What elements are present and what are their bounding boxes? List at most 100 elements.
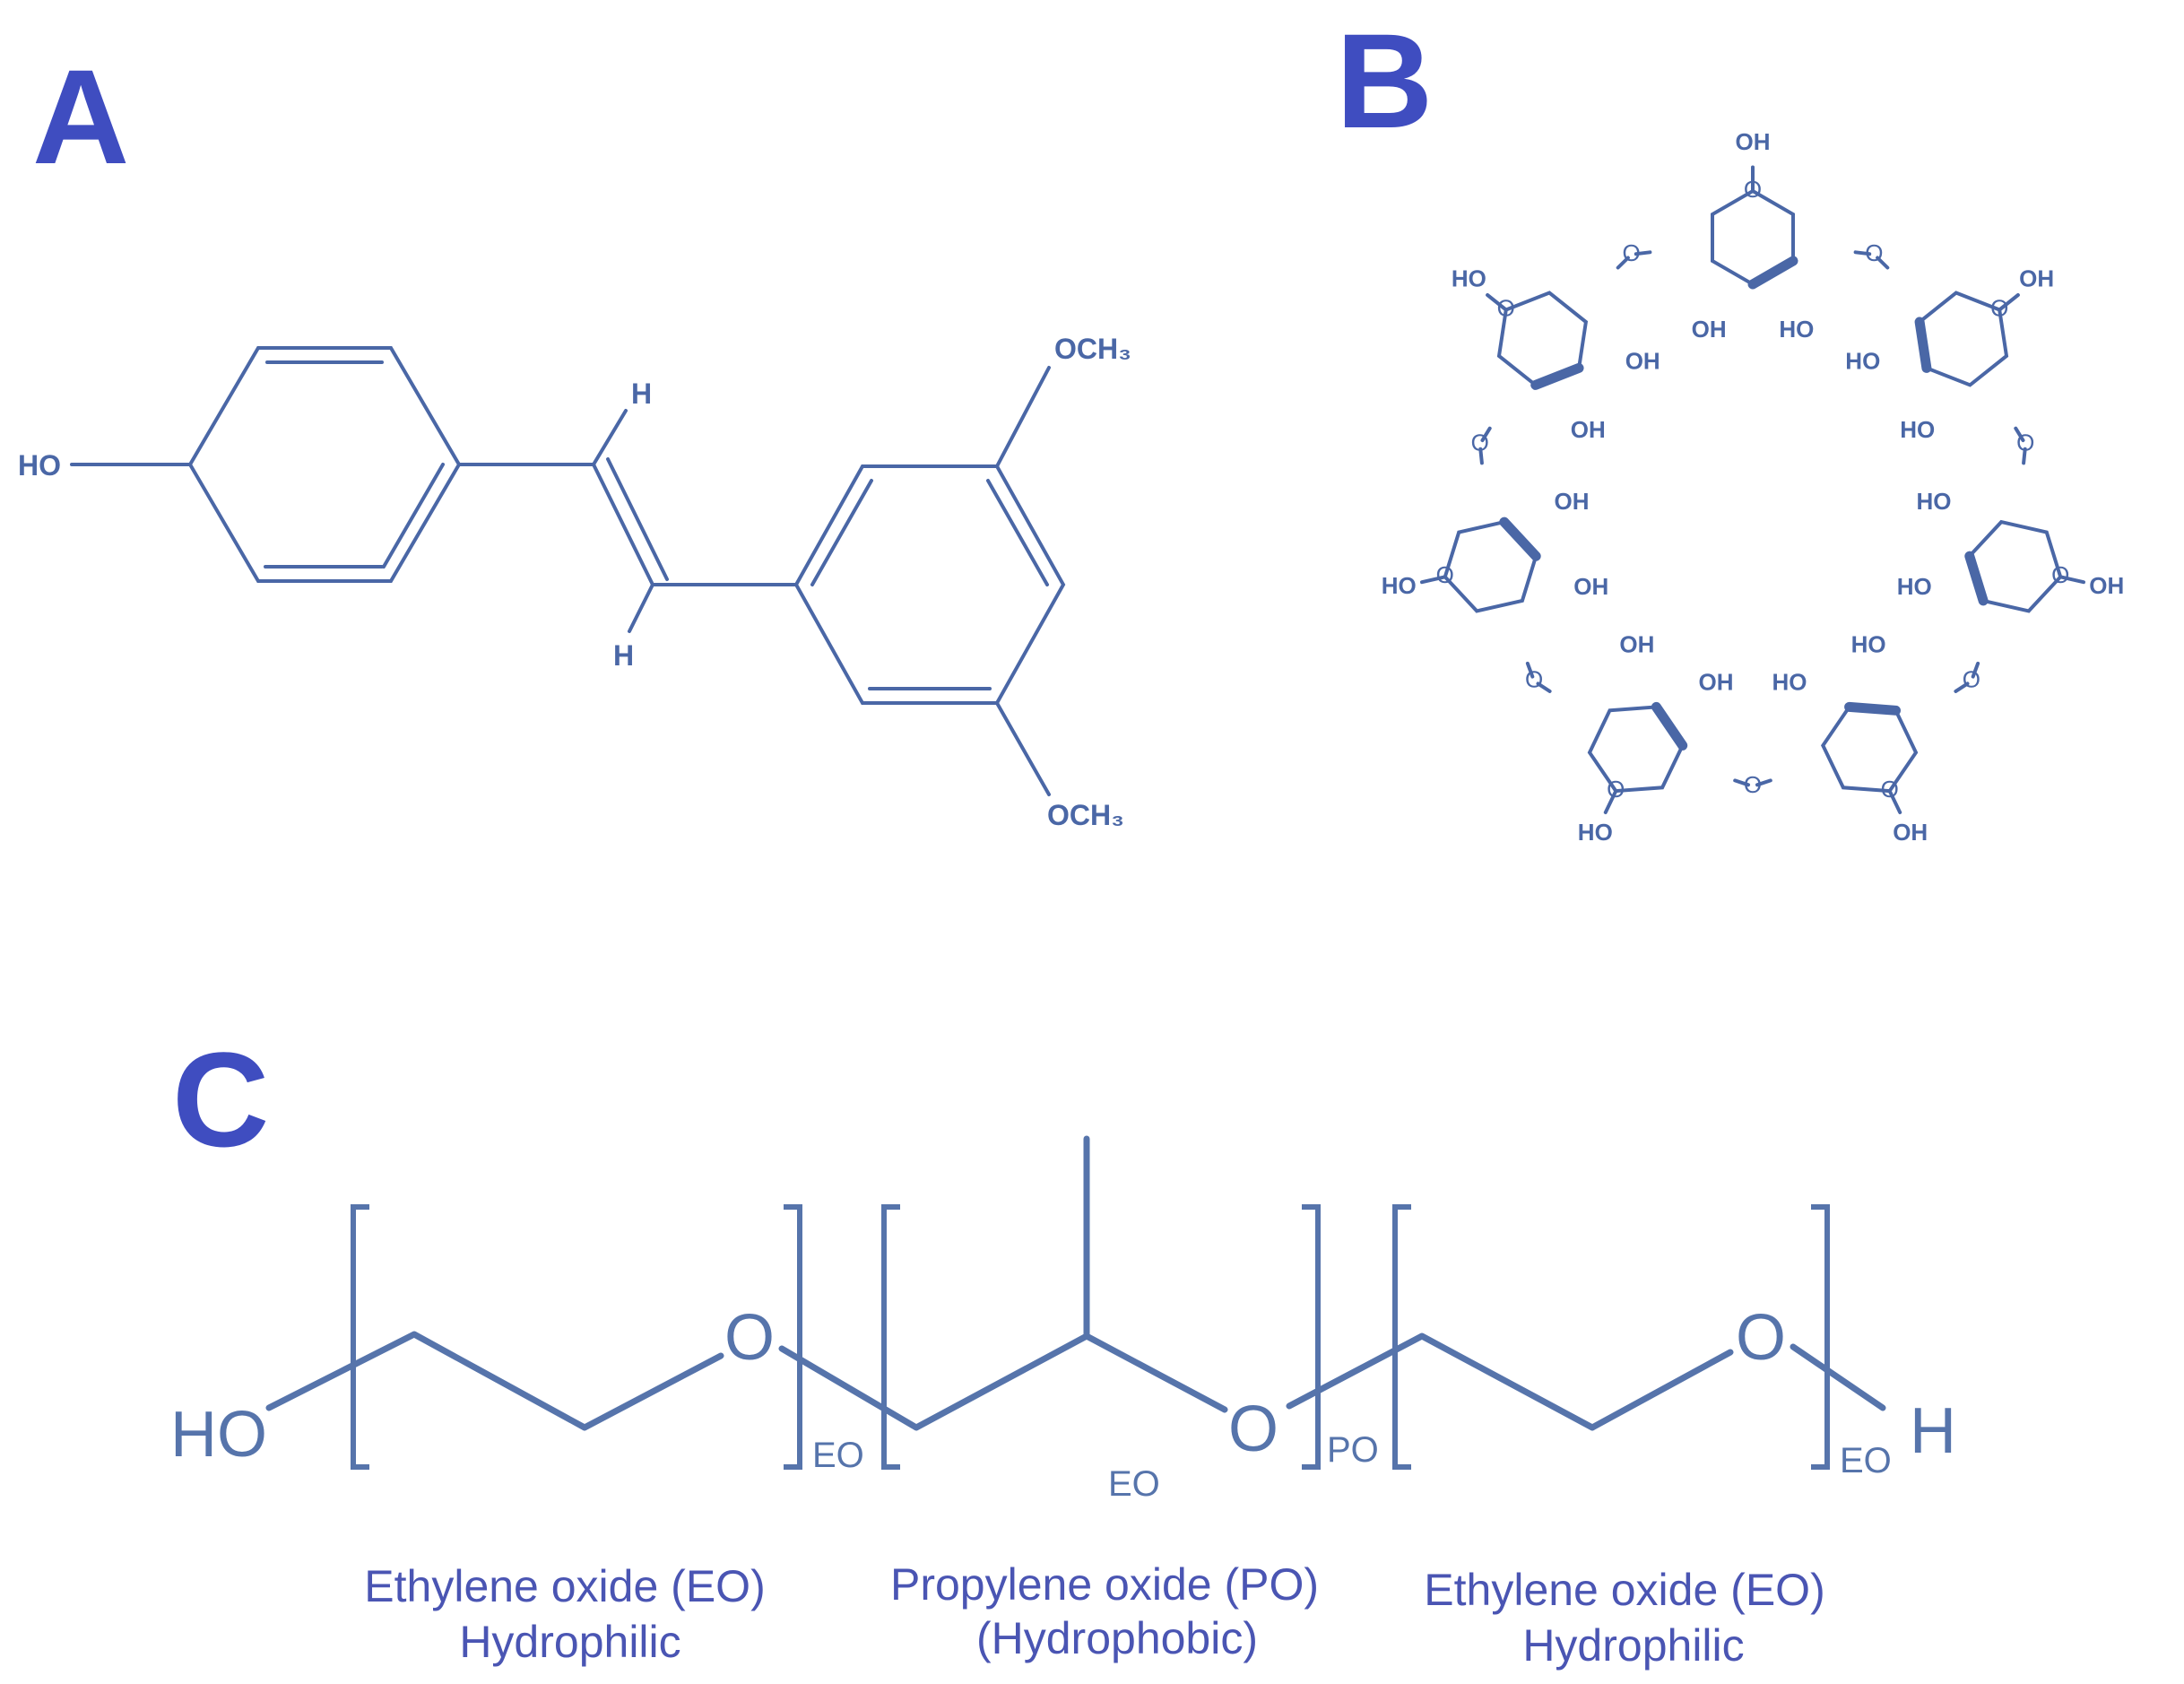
subscript-mid-eo: EO	[1108, 1464, 1160, 1504]
ring-wedge-bond	[1964, 551, 1989, 606]
primary-hydroxyl: OH	[1893, 819, 1928, 846]
ch2oh-bond	[1603, 789, 1618, 814]
glycosidic-bond	[1733, 778, 1750, 787]
ring-wedge-bond	[1844, 701, 1901, 716]
ch2oh-bond	[1887, 789, 1902, 814]
ring-oxygen: O	[1881, 776, 1899, 803]
vinyl-double-bond	[592, 463, 654, 586]
glycosidic-oxygen: O	[1963, 665, 1980, 692]
caption-middle-line1: Propylene oxide (PO)	[890, 1559, 1319, 1610]
terminal-h: H	[1910, 1395, 1956, 1467]
panel-label-a: A	[32, 41, 129, 192]
glucose-ring	[1820, 705, 1919, 794]
ch2oh-bond	[1420, 575, 1447, 585]
terminal-oh-bond	[1790, 1343, 1886, 1411]
glycosidic-bond	[1954, 681, 1970, 693]
caption-right-line1: Ethylene oxide (EO)	[1424, 1565, 1824, 1615]
secondary-hydroxyl: HO	[1900, 416, 1935, 443]
ring-oxygen: O	[1436, 561, 1454, 588]
primary-hydroxyl: OH	[1736, 128, 1771, 155]
dimethoxyphenyl-ring	[793, 464, 1066, 705]
terminal-ho: HO	[170, 1399, 267, 1471]
glycosidic-bond	[1525, 661, 1535, 679]
phenol-ring	[187, 346, 462, 583]
glycosidic-bond	[1480, 426, 1492, 443]
secondary-hydroxyl: OH	[1692, 316, 1727, 343]
bracket-open-eo1	[351, 1204, 369, 1470]
secondary-hydroxyl: OH	[1699, 669, 1734, 696]
ring-wedge-bond	[1914, 317, 1932, 373]
glycosidic-bond	[2022, 447, 2027, 465]
ch2oh-bond	[1998, 293, 2020, 312]
glycosidic-bond	[1853, 250, 1872, 256]
ch2oh-bond	[2058, 575, 2085, 585]
primary-hydroxyl: HO	[1382, 572, 1417, 599]
ring-wedge-bond	[1747, 256, 1798, 290]
h-label-bottom: H	[613, 639, 634, 672]
structure-c: O O O HO H EO EO PO EO	[170, 1135, 1956, 1504]
och3-bond-bottom	[995, 701, 1051, 796]
glycosidic-oxygen: O	[1744, 771, 1762, 798]
och3-bond-top	[995, 366, 1051, 468]
secondary-hydroxyl: HO	[1845, 347, 1880, 374]
glycosidic-bond	[1634, 250, 1652, 256]
structure-a: HO H H OCH₃ OCH₃	[18, 333, 1131, 831]
h-bond-bottom	[628, 583, 654, 633]
secondary-hydroxyl: OH	[1571, 416, 1606, 443]
bracket-open-po	[881, 1204, 900, 1470]
secondary-hydroxyl: OH	[1619, 630, 1654, 657]
glycosidic-bond	[1478, 447, 1484, 465]
secondary-hydroxyl: HO	[1772, 669, 1807, 696]
ether-o-3: O	[1736, 1302, 1786, 1374]
caption-right-line2: Hydrophilic	[1522, 1620, 1744, 1671]
ether-o-1: O	[724, 1302, 775, 1374]
glycosidic-bond	[1616, 256, 1630, 270]
glycosidic-bond	[1755, 778, 1772, 787]
bracket-close-po	[1302, 1204, 1321, 1470]
vinyl-double-bond	[606, 457, 669, 581]
polymer-backbone	[778, 1332, 1228, 1431]
ho-label: HO	[18, 449, 61, 482]
ether-o-2: O	[1228, 1393, 1278, 1465]
dimethoxyphenyl-double-bond	[986, 479, 1049, 586]
dimethoxyphenyl-double-bond	[810, 479, 873, 586]
primary-hydroxyl: HO	[1578, 819, 1613, 846]
secondary-hydroxyl: HO	[1851, 630, 1886, 657]
glycosidic-bond	[1876, 256, 1890, 270]
glycosidic-bond	[1536, 681, 1552, 693]
glycosidic-bond	[2014, 426, 2025, 443]
secondary-hydroxyl: OH	[1573, 573, 1608, 600]
ring-wedge-bond	[1530, 362, 1584, 390]
bracket-close-eo1	[784, 1204, 802, 1470]
h-bond-top	[592, 409, 628, 466]
caption-left-line1: Ethylene oxide (EO)	[364, 1561, 765, 1611]
och3-label-bottom: OCH₃	[1047, 799, 1124, 831]
och3-label-top: OCH₃	[1054, 333, 1131, 365]
ring-wedge-bond	[1651, 701, 1688, 751]
panel-label-b: B	[1336, 5, 1433, 156]
ch2oh-bond	[1486, 293, 1508, 312]
subscript-eo-1: EO	[812, 1436, 864, 1475]
polymer-backbone	[265, 1331, 724, 1431]
secondary-hydroxyl: HO	[1897, 573, 1932, 600]
secondary-hydroxyl: OH	[1555, 488, 1590, 515]
ring-wedge-bond	[1499, 516, 1541, 561]
ring-oxygen: O	[2051, 561, 2069, 588]
primary-hydroxyl: OH	[2019, 265, 2054, 291]
subscript-eo-2: EO	[1840, 1441, 1892, 1480]
h-label-top: H	[631, 378, 652, 410]
panel-label-c: C	[172, 1024, 269, 1175]
glycosidic-oxygen: O	[1525, 665, 1543, 692]
primary-hydroxyl: OH	[2089, 572, 2124, 599]
caption-left-line2: Hydrophilic	[459, 1617, 680, 1667]
secondary-hydroxyl: HO	[1917, 488, 1952, 515]
glycosidic-bond	[1971, 661, 1980, 679]
bracket-open-eo2	[1392, 1204, 1411, 1470]
ring-oxygen: O	[1607, 776, 1625, 803]
bracket-close-eo2	[1811, 1204, 1830, 1470]
polymer-backbone	[1286, 1332, 1734, 1431]
phenol-ring-double-bond	[382, 463, 445, 569]
secondary-hydroxyl: HO	[1779, 316, 1814, 343]
